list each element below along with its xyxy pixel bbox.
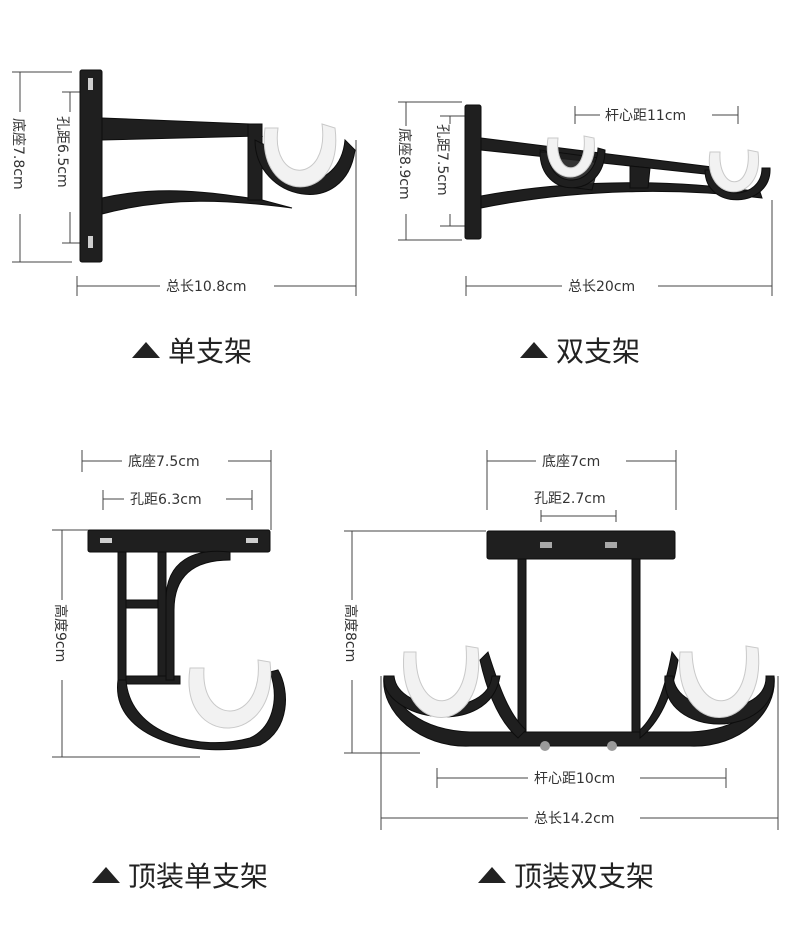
hole-distance-dimension: 孔距6.3cm: [102, 490, 253, 510]
base-width-dimension: 底座7.5cm: [81, 450, 272, 530]
triangle-icon: [132, 342, 160, 358]
rod-center-distance-dimension: 杆心距10cm: [436, 768, 727, 788]
base-width-dimension: 底座7cm: [486, 450, 677, 510]
double-bracket-panel: 杆心距11cm 底座8.9cm 孔距7.5cm: [396, 101, 773, 296]
rod-center-distance-label: 杆心距11cm: [605, 108, 686, 124]
top-single-bracket-panel: 底座7.5cm 孔距6.3cm 高度9cm: [52, 450, 286, 758]
single-bracket-caption-text: 单支架: [168, 335, 253, 368]
ceiling-double-bracket-icon: [383, 530, 775, 751]
total-length-label: 总长20cm: [568, 279, 635, 295]
total-length-dimension: 总长20cm: [465, 200, 773, 296]
triangle-icon: [478, 867, 506, 883]
hole-distance-dimension: 孔距2.7cm: [534, 491, 617, 522]
hole-distance-label: 孔距7.5cm: [434, 124, 450, 196]
total-length-dimension: 总长10.8cm: [76, 140, 357, 296]
top-double-bracket-caption-text: 顶装双支架: [514, 860, 655, 893]
top-single-bracket-caption: 顶装单支架: [92, 855, 268, 895]
hole-distance-dimension: 孔距7.5cm: [434, 115, 466, 227]
base-height-dimension: 底座7.8cm: [10, 71, 72, 263]
hole-distance-label: 孔距2.7cm: [534, 491, 606, 507]
triangle-icon: [92, 867, 120, 883]
height-dimension: 高度8cm: [342, 530, 486, 754]
hole-distance-label: 孔距6.3cm: [130, 492, 202, 508]
total-length-dimension: 总长14.2cm: [380, 676, 779, 830]
rod-center-distance-label: 杆心距10cm: [534, 771, 615, 787]
single-wall-bracket-icon: [79, 69, 356, 263]
top-double-bracket-panel: 底座7cm 孔距2.7cm 高度8cm: [342, 450, 779, 830]
double-wall-bracket-icon: [464, 104, 771, 240]
base-width-label: 底座7.5cm: [128, 454, 200, 470]
height-label: 高度8cm: [342, 604, 359, 662]
total-length-label: 总长14.2cm: [534, 811, 615, 827]
hole-distance-label: 孔距6.5cm: [54, 116, 70, 188]
double-bracket-caption: 双支架: [520, 330, 640, 370]
hole-distance-dimension: 孔距6.5cm: [54, 91, 80, 244]
single-bracket-caption: 单支架: [132, 330, 252, 370]
single-bracket-panel: 底座7.8cm 孔距6.5cm 总长10.8cm: [10, 69, 357, 296]
top-double-bracket-caption: 顶装双支架: [478, 855, 654, 895]
base-width-label: 底座7cm: [542, 454, 600, 470]
height-dimension: 高度9cm: [52, 529, 200, 758]
base-height-label: 底座7.8cm: [10, 118, 26, 190]
double-bracket-caption-text: 双支架: [556, 335, 641, 368]
ceiling-single-bracket-icon: [87, 529, 286, 751]
base-height-label: 底座8.9cm: [396, 128, 412, 200]
triangle-icon: [520, 342, 548, 358]
base-height-dimension: 底座8.9cm: [396, 101, 462, 241]
total-length-label: 总长10.8cm: [166, 279, 247, 295]
rod-center-distance-dimension: 杆心距11cm: [574, 106, 739, 124]
height-label: 高度9cm: [52, 604, 69, 662]
top-single-bracket-caption-text: 顶装单支架: [128, 860, 269, 893]
